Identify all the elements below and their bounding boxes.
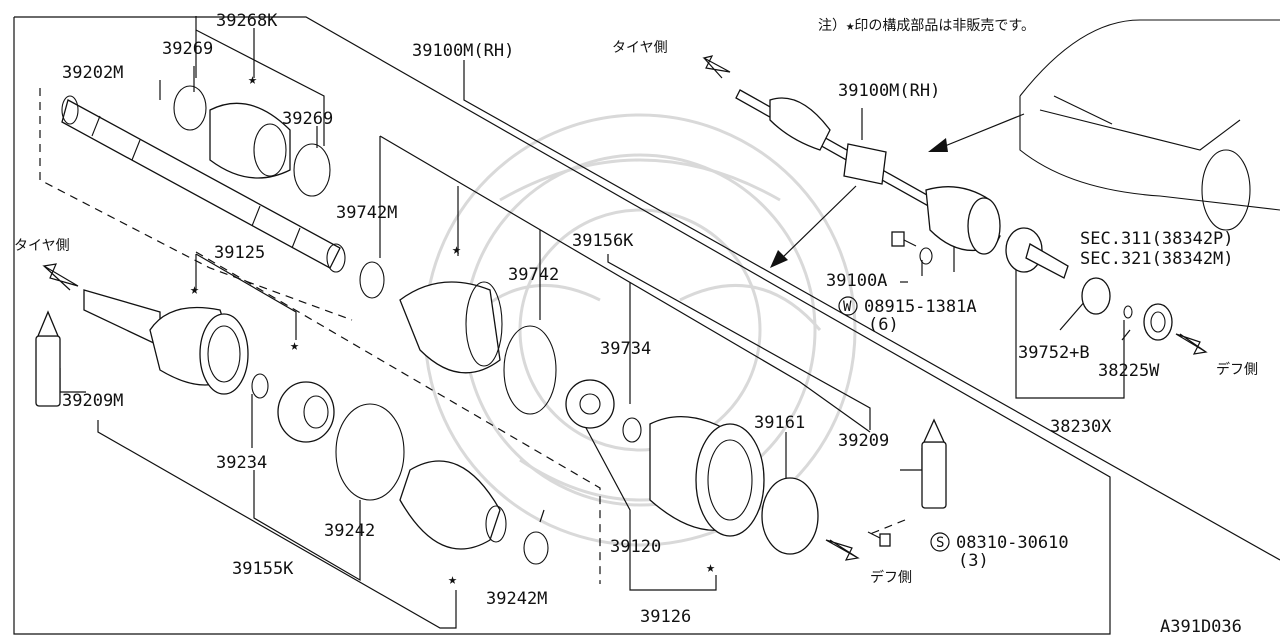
part-housing-39120[interactable] (649, 415, 765, 537)
tire-side-label: タイヤ側 (612, 40, 668, 56)
star-icon: ★ (248, 70, 257, 88)
part-joint-39125[interactable] (83, 289, 249, 395)
arrow-icon-diff-right (1175, 333, 1208, 355)
part-label[interactable]: 39155K (232, 559, 294, 579)
part-label[interactable]: 38225W (1098, 361, 1160, 381)
watermark-emblem (423, 113, 857, 547)
part-snapring-39734[interactable] (622, 417, 642, 443)
part-band-39742[interactable] (503, 325, 557, 415)
part-label[interactable]: 39100M(RH) (838, 81, 940, 101)
arrows-solid (770, 113, 1025, 268)
sec-reference-label[interactable]: SEC.311(38342P) (1080, 229, 1234, 249)
part-cage-39156K[interactable] (277, 381, 335, 443)
part-label[interactable]: 39120 (610, 537, 661, 557)
leader-lines (59, 16, 1280, 629)
part-label[interactable]: 39156K (572, 231, 634, 251)
part-screw-08310[interactable] (867, 531, 891, 547)
part-label[interactable]: 39126 (640, 607, 691, 627)
arrow-icon-tire-top (702, 55, 731, 79)
part-label[interactable]: 39742M (336, 203, 397, 223)
sec-reference-label[interactable]: SEC.321(38342M) (1080, 249, 1234, 269)
part-grease-39209M[interactable] (35, 310, 61, 407)
screw-mark-icon (930, 532, 950, 552)
part-seal-38342[interactable] (1143, 303, 1173, 341)
part-washer-08915[interactable] (919, 247, 933, 265)
screw-mark-letter: S (936, 535, 944, 551)
part-label[interactable]: 39242M (486, 589, 547, 609)
part-bolt-39100A[interactable] (891, 231, 917, 247)
washer-mark-letter: W (843, 299, 852, 315)
part-band-39742M[interactable] (359, 261, 385, 299)
washer-qty-label: (6) (868, 315, 899, 335)
frame-outline (13, 16, 1111, 635)
part-label[interactable]: 39209 (838, 431, 889, 451)
part-band-39242[interactable] (335, 403, 405, 501)
star-icon: ★ (448, 570, 457, 588)
screw-qty-label: (3) (958, 551, 989, 571)
part-label[interactable]: 39734 (600, 339, 651, 359)
part-ring-38225W[interactable] (1123, 305, 1133, 319)
part-label[interactable]: 39125 (214, 243, 265, 263)
part-band-39242M[interactable] (523, 531, 549, 565)
part-label[interactable]: 38230X (1050, 417, 1112, 437)
part-label[interactable]: 39752+B (1018, 343, 1090, 363)
star-icon: ★ (190, 280, 199, 298)
part-label[interactable]: 39242 (324, 521, 375, 541)
part-label[interactable]: 39269 (282, 109, 333, 129)
diff-side-label: デフ側 (1216, 361, 1258, 378)
part-band-39269-b[interactable] (293, 143, 331, 197)
part-label[interactable]: 39269 (162, 39, 213, 59)
arrow-icon-diff-bottom (825, 539, 860, 561)
part-label[interactable]: 39161 (754, 413, 805, 433)
part-band-39269-a[interactable] (173, 85, 207, 131)
washer-part-label[interactable]: 08915-1381A (864, 297, 977, 317)
part-flange-38230X[interactable] (1005, 227, 1069, 279)
part-label[interactable]: 39100M(RH) (412, 41, 514, 61)
part-grease-39209[interactable] (921, 418, 947, 509)
part-label[interactable]: 39202M (62, 63, 123, 83)
diagram-id: A391D036 (1160, 617, 1242, 637)
part-spider-39734[interactable] (565, 379, 615, 429)
star-markers: ★ ★ ★ ★ ★ ★ (190, 70, 715, 588)
part-label[interactable]: 39209M (62, 391, 123, 411)
part-shaft-assembly-39100M[interactable] (735, 89, 1001, 255)
star-icon: ★ (452, 240, 461, 258)
diff-side-label: デフ側 (870, 569, 912, 586)
part-boot-39742M[interactable] (399, 281, 503, 374)
part-label[interactable]: 39234 (216, 453, 267, 473)
star-icon: ★ (706, 558, 715, 576)
part-label[interactable]: 39742 (508, 265, 559, 285)
note-text: 注）★印の構成部品は非販売です。 (818, 18, 1035, 34)
part-boot-39155K[interactable] (399, 460, 507, 550)
star-icon: ★ (290, 336, 299, 354)
vehicle-inset-drawing (1019, 19, 1280, 231)
part-ring-39234[interactable] (251, 373, 269, 399)
part-label[interactable]: 39268K (216, 11, 278, 31)
washer-mark-icon (838, 296, 858, 316)
part-shaft-39202M[interactable] (61, 95, 346, 273)
part-bearing-39752B[interactable] (1081, 277, 1111, 315)
part-label[interactable]: 39100A (826, 271, 887, 291)
axis-dashed-lines (39, 88, 906, 584)
part-plate-39161[interactable] (761, 477, 819, 555)
tire-side-label: タイヤ側 (14, 238, 70, 254)
part-boot-39268K[interactable] (209, 102, 291, 179)
arrow-icon-tire-left (42, 263, 79, 291)
screw-part-label[interactable]: 08310-30610 (956, 533, 1069, 553)
